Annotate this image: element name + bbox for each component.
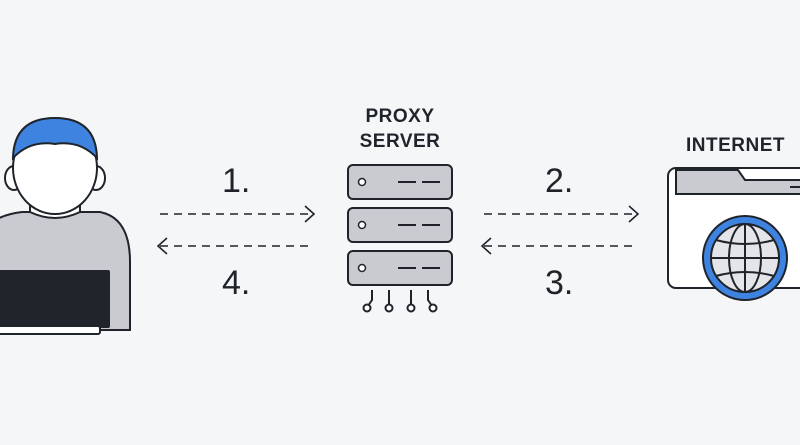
proxy-server-label: PROXY SERVER bbox=[340, 104, 460, 154]
server-unit-3 bbox=[347, 250, 453, 286]
server-led bbox=[357, 263, 367, 273]
server-unit-2 bbox=[347, 207, 453, 243]
internet-label: INTERNET bbox=[686, 135, 785, 156]
laptop-icon bbox=[0, 270, 110, 335]
globe-icon bbox=[702, 215, 788, 301]
browser-titlebar bbox=[675, 169, 800, 195]
arrow-right-icon bbox=[484, 205, 640, 223]
server-led bbox=[357, 220, 367, 230]
server-cables bbox=[362, 290, 438, 313]
step-1-label: 1. bbox=[222, 162, 251, 200]
step-2-label: 2. bbox=[545, 162, 574, 200]
proxy-label-line1: PROXY bbox=[365, 106, 435, 127]
step-4-label: 4. bbox=[222, 264, 251, 302]
arrow-left-icon bbox=[156, 237, 312, 255]
arrow-left-icon bbox=[480, 237, 636, 255]
laptop-screen bbox=[0, 270, 110, 328]
server-led bbox=[357, 177, 367, 187]
server-unit-1 bbox=[347, 164, 453, 200]
step-3-label: 3. bbox=[545, 264, 574, 302]
proxy-label-line2: SERVER bbox=[359, 131, 441, 152]
user-hair bbox=[11, 116, 99, 161]
laptop-base bbox=[0, 325, 101, 335]
arrow-right-icon bbox=[160, 205, 316, 223]
server-icon bbox=[347, 164, 453, 313]
